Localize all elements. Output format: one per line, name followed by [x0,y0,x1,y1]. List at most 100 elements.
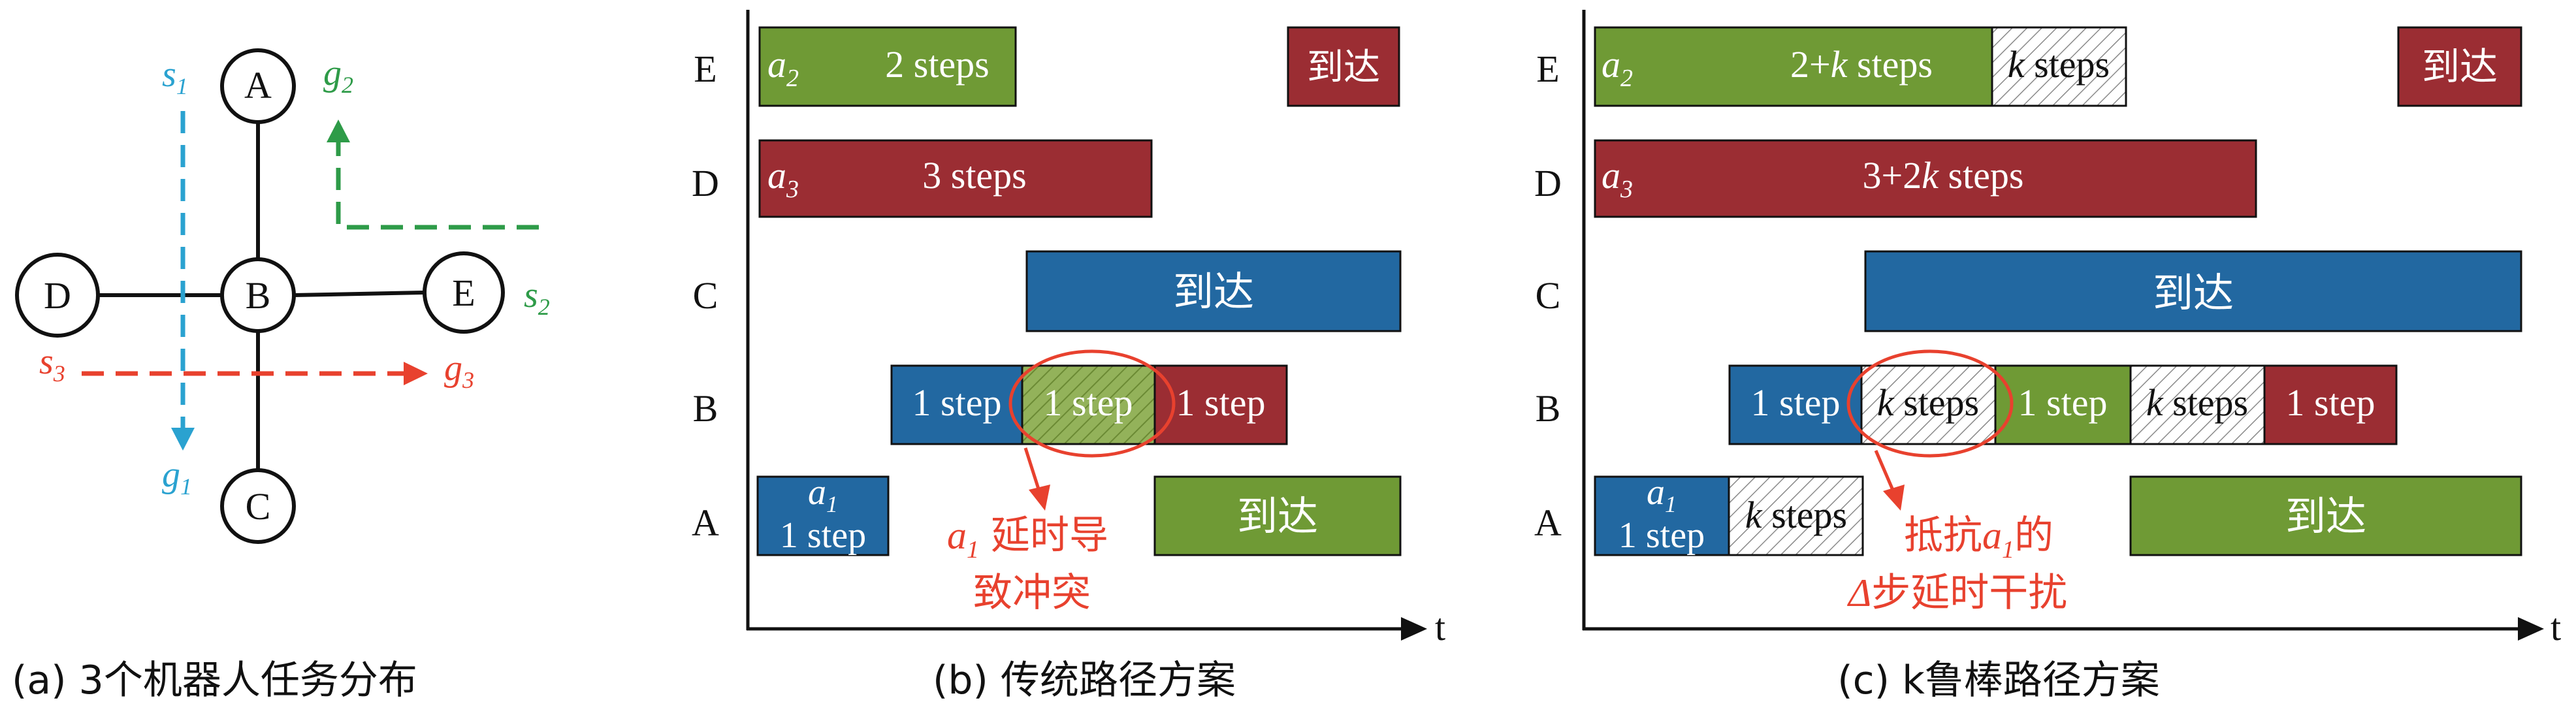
block-c-arrive-c [1864,250,2522,332]
arrowhead-g1 [171,428,195,451]
node-d: D [15,253,100,338]
robust-pointer-arrowhead [1883,485,1905,511]
block-e-arrive-c [2397,26,2522,107]
label-s3: s3 [39,342,65,387]
node-c: C [220,468,296,544]
conflict-pointer-line [1023,447,1042,494]
block-a-arrive [1153,475,1402,556]
robust-annotation-line2: Δ步延时干扰 [1847,570,2067,616]
time-axis-arrow-c [2518,617,2544,641]
block-e-ksteps-label: k steps [2008,43,2110,86]
block-a-step-label-c: 1 step [1618,515,1705,556]
label-g2: g2 [323,53,353,98]
block-e-arrive [1287,26,1400,107]
block-c-arrive-label: 到达 [1173,268,1254,315]
row-label-e-c: E [1536,48,1559,90]
block-e-steps-c [1594,26,1993,107]
block-c-arrive-label-c: 到达 [2153,269,2234,317]
block-d-steps-label-c: 3+2k steps [1863,154,2024,197]
block-b-ksteps1-hatched [1860,364,1997,445]
block-d-steps [758,139,1153,218]
row-label-a: A [692,502,719,544]
node-a-label: A [244,64,272,106]
arrowhead-g3 [404,362,428,385]
block-a-arrive-label-c: 到达 [2285,492,2366,540]
block-b-step2-c [1994,364,2132,445]
block-b-step3 [1153,364,1288,445]
block-e-ksteps-hatched [1991,26,2127,107]
block-a-step-c [1594,475,1730,556]
block-e-agent-c: a2 [1602,43,1633,92]
block-a-ksteps-label: k steps [1745,494,1847,536]
conflict-pointer-arrowhead [1029,485,1050,511]
time-axis-label-c: t [2551,606,2561,648]
robust-annotation-line1: 抵抗a1的 [1904,513,2053,564]
block-b-step2-hatched [1021,364,1156,445]
block-e-arrive-label: 到达 [1307,46,1380,89]
block-a-step-label: 1 step [780,515,866,556]
block-b-ksteps1-label: k steps [1877,381,1979,424]
label-s2: s2 [524,275,550,320]
caption-b: (b) 传统路径方案 [933,658,1236,703]
block-d-steps-c [1594,139,2257,218]
block-a-arrive-label: 到达 [1237,492,1318,540]
block-e-arrive-label-c: 到达 [2422,44,2498,89]
row-label-d: D [692,162,719,204]
panel-c: t E D C B A a2 2+k steps k steps 到达 a3 3… [1534,10,2561,703]
robust-ellipse [1846,349,2014,458]
block-a-arrive-c [2129,475,2522,556]
panel-a: A B C D E s1 g1 g2 s2 s3 g3 (a) 3个机器人任务分… [12,48,550,703]
block-b-step3-label: 1 step [1176,381,1266,424]
block-b-step3-label-c: 1 step [2286,381,2375,424]
node-c-label: C [246,485,271,528]
caption-a: (a) 3个机器人任务分布 [12,658,417,703]
path-s2-g2 [336,140,539,230]
row-label-b: B [693,387,718,430]
panel-b: t E D C B A a2 2 steps 到达 a3 3 steps 到达 … [692,10,1445,703]
caption-c: (c) k鲁棒路径方案 [1837,658,2160,703]
node-b: B [220,257,296,333]
block-e-steps-label-c: 2+k steps [1790,43,1933,86]
time-axis-arrow-b [1401,617,1427,641]
arrowhead-g2 [327,119,350,142]
conflict-ellipse [1008,349,1176,458]
label-s1: s1 [162,54,188,99]
time-axis-label-b: t [1435,606,1445,648]
block-b-step1 [890,364,1023,445]
row-label-a-c: A [1534,502,1562,544]
block-d-agent-c: a3 [1602,154,1633,203]
block-a-step [756,475,890,556]
node-b-label: B [246,274,271,317]
robust-pointer-line [1874,450,1896,494]
edge-b-e [293,291,425,297]
node-a: A [220,48,296,124]
node-e: E [423,251,505,334]
block-e-steps [758,26,1017,107]
block-a-ksteps-hatched [1728,475,1864,556]
conflict-annotation-line2: 致冲突 [973,570,1091,616]
block-d-agent: a3 [767,154,799,203]
row-label-e: E [694,48,716,90]
block-b-step1-c [1728,364,1863,445]
label-g1: g1 [162,454,192,500]
block-e-agent: a2 [767,43,799,92]
row-label-c: C [693,274,718,317]
block-e-steps-label: 2 steps [885,43,990,86]
node-d-label: D [44,274,71,317]
block-b-step3-c [2263,364,2398,445]
row-label-c-c: C [1536,274,1561,317]
row-label-b-c: B [1536,387,1561,430]
block-b-ksteps2-label: k steps [2146,381,2248,424]
block-b-step2-label-c: 1 step [2018,381,2108,424]
label-g3: g3 [444,348,474,393]
node-e-label: E [452,272,475,314]
block-a-agent: a1 [808,472,838,517]
row-label-d-c: D [1534,162,1562,204]
block-b-ksteps2-hatched [2129,364,2266,445]
block-b-step1-label: 1 step [912,381,1002,424]
block-d-steps-label: 3 steps [922,154,1027,197]
block-c-arrive [1025,250,1402,332]
block-b-step2-label: 1 step [1044,381,1133,424]
